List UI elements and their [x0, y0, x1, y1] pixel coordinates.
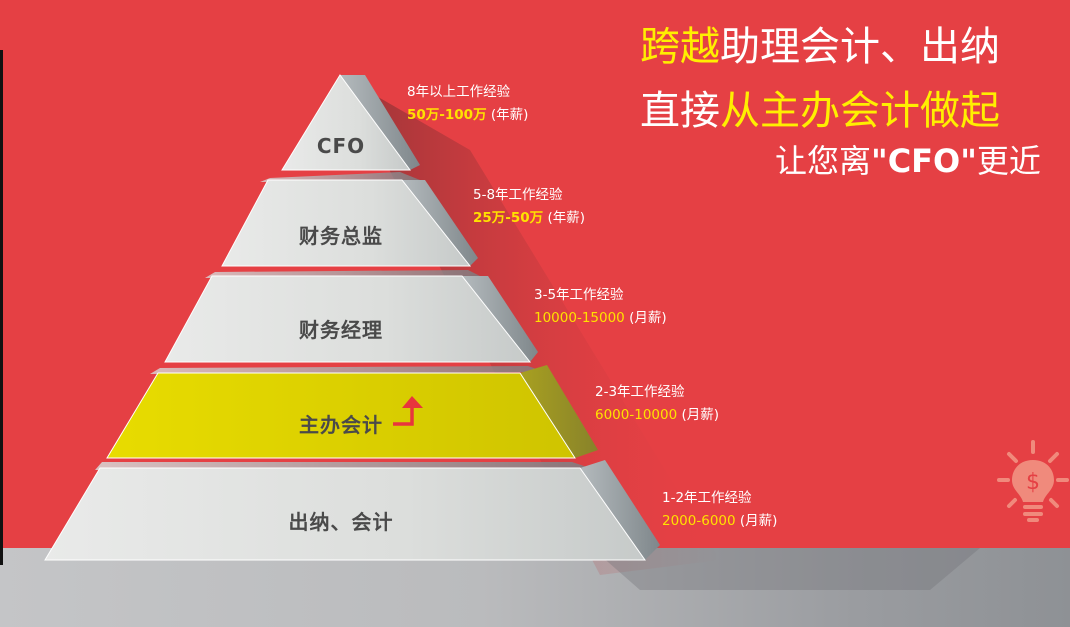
headline-cfo: "CFO" — [871, 142, 977, 180]
grey-floor — [0, 548, 1070, 627]
experience-text: 3-5年工作经验 — [534, 287, 624, 303]
headline-text: 助理会计、出纳 — [720, 24, 1000, 70]
tier-senior-accountant-shape — [106, 365, 598, 459]
tier-info-cashier: 1-2年工作经验 2000-6000 (月薪) — [662, 487, 777, 533]
floor-shadow — [560, 520, 980, 590]
tier-info-senior-accountant: 2-3年工作经验 6000-10000 (月薪) — [595, 381, 719, 427]
tier-info-cfo: 8年以上工作经验 50万-100万 (年薪) — [407, 81, 528, 127]
left-edge-bar — [0, 50, 3, 565]
tier-title-cfo: CFO — [316, 134, 366, 158]
headline-line-3: 让您离"CFO"更近 — [775, 136, 1041, 182]
headline-text: 直接 — [640, 88, 720, 134]
tier-cfo-shape — [281, 74, 420, 171]
up-arrow-icon — [393, 396, 423, 426]
salary-range: 50万-100万 — [407, 107, 487, 123]
salary-range: 10000-15000 — [534, 310, 625, 326]
headline-line-1: 跨越助理会计、出纳 — [640, 14, 1000, 72]
experience-text: 2-3年工作经验 — [595, 384, 685, 400]
salary-range: 2000-6000 — [662, 513, 736, 529]
salary-unit: (年薪) — [547, 210, 586, 226]
headline-text: 更近 — [976, 142, 1041, 180]
experience-text: 8年以上工作经验 — [407, 84, 511, 100]
salary-unit: (年薪) — [490, 107, 529, 123]
headline-highlight: 跨越 — [640, 24, 720, 70]
headline-line-2: 直接从主办会计做起 — [640, 78, 1000, 136]
tier-title-manager: 财务经理 — [299, 318, 383, 342]
tier-title-senior-accountant: 主办会计 — [299, 413, 383, 437]
salary-range: 6000-10000 — [595, 407, 678, 423]
salary-range: 25万-50万 — [473, 210, 544, 226]
lightbulb-dollar-icon: $ — [997, 440, 1069, 522]
salary-unit: (月薪) — [739, 513, 778, 529]
svg-text:$: $ — [1026, 470, 1040, 495]
experience-text: 1-2年工作经验 — [662, 490, 752, 506]
tier-info-manager: 3-5年工作经验 10000-15000 (月薪) — [534, 284, 667, 330]
tier-title-director: 财务总监 — [299, 224, 383, 248]
tier-info-director: 5-8年工作经验 25万-50万 (年薪) — [473, 184, 585, 230]
salary-unit: (月薪) — [629, 310, 667, 326]
tier-director-shape — [221, 179, 478, 267]
tier-manager-shape — [164, 275, 538, 363]
salary-unit: (月薪) — [681, 407, 720, 423]
headline-text: 让您离 — [775, 142, 872, 180]
tier-cashier-shape — [44, 460, 660, 561]
headline-highlight: 从主办会计做起 — [720, 88, 1000, 134]
experience-text: 5-8年工作经验 — [473, 187, 563, 203]
tier-title-cashier: 出纳、会计 — [288, 510, 394, 534]
